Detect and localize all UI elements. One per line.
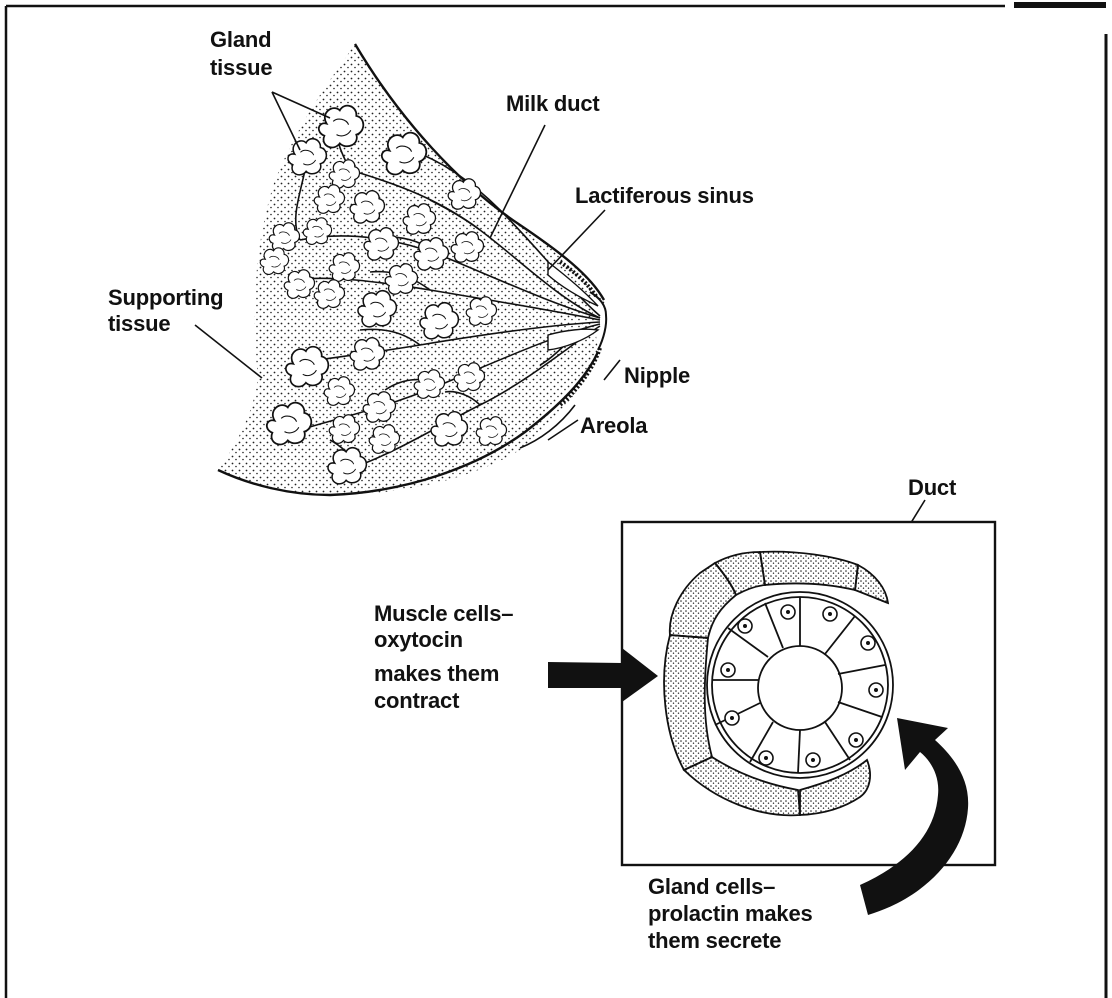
leader-milk-duct bbox=[490, 125, 545, 238]
label-muscle-cells-line3: makes them bbox=[374, 662, 499, 686]
corner-scan-mark bbox=[1014, 2, 1106, 8]
label-milk-duct: Milk duct bbox=[506, 92, 600, 116]
leader-supporting-tissue bbox=[195, 325, 262, 378]
label-muscle-cells-line2: oxytocin bbox=[374, 628, 463, 652]
leader-areola bbox=[548, 420, 578, 440]
leader-gland-tissue-b bbox=[272, 92, 300, 150]
label-gland-cells-line1: Gland cells– bbox=[648, 875, 775, 899]
label-lactiferous-sinus: Lactiferous sinus bbox=[575, 184, 754, 208]
leader-nipple bbox=[604, 360, 620, 380]
label-muscle-cells-line1: Muscle cells– bbox=[374, 602, 513, 626]
label-supporting-tissue-line1: Supporting bbox=[108, 286, 223, 310]
duct-lumen bbox=[758, 646, 842, 730]
label-muscle-cells-line4: contract bbox=[374, 689, 459, 713]
label-supporting-tissue-line2: tissue bbox=[108, 312, 170, 336]
leader-lactiferous-sinus bbox=[548, 210, 605, 270]
label-gland-cells-line2: prolactin makes bbox=[648, 902, 813, 926]
label-gland-cells-line3: them secrete bbox=[648, 929, 781, 953]
label-gland-tissue-line1: Gland bbox=[210, 28, 271, 52]
label-nipple: Nipple bbox=[624, 364, 690, 388]
label-areola: Areola bbox=[580, 414, 647, 438]
label-gland-tissue-line2: tissue bbox=[210, 56, 272, 80]
label-duct: Duct bbox=[908, 476, 956, 500]
